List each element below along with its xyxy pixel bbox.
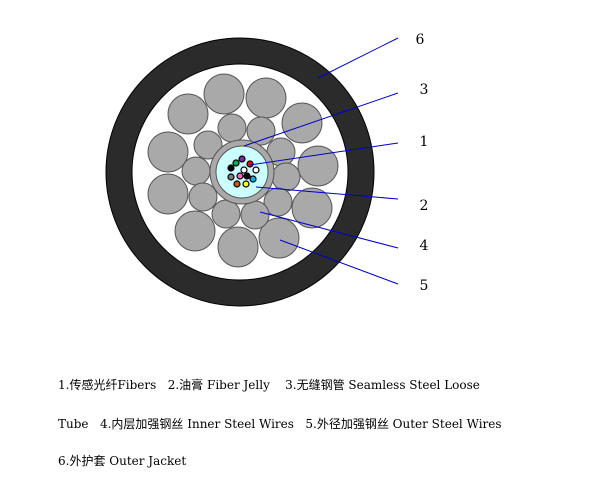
leader-line-2 [255,186,399,200]
leader-line-5 [279,239,399,285]
outer-steel-wire [217,226,259,268]
inner-steel-wire [263,187,293,217]
legend-text-line: 6.外护套 Outer Jacket [58,454,187,468]
fiber [243,172,251,180]
outer-steel-wire [174,210,216,252]
inner-steel-wire [246,116,276,146]
leader-line-4 [259,211,399,249]
callout-label: 1 [420,134,429,150]
inner-steel-wire [271,162,301,192]
leader-line-3 [243,92,399,147]
outer-steel-wire [281,102,323,144]
inner-steel-wire [193,130,223,160]
leader-line-6 [317,37,399,79]
callout-label: 4 [420,238,429,254]
sensing-fibers [227,155,260,188]
outer-steel-wire [297,145,339,187]
inner-steel-wire [188,182,218,212]
legend-text-line: 1.传感光纤Fibers 2.油膏 Fiber Jelly 3.无缝钢管 Sea… [58,378,480,392]
fiber [252,166,260,174]
fiber [238,155,246,163]
leader-line-1 [249,142,399,166]
callout-label: 3 [420,82,429,98]
outer-steel-wire [147,131,189,173]
outer-steel-wires [147,73,339,268]
fiber [246,160,254,168]
outer-steel-wire [258,217,300,259]
outer-steel-wire [291,187,333,229]
callout-label: 5 [420,278,429,294]
inner-steel-wire [211,199,241,229]
fiber [236,172,244,180]
fiber [240,166,248,174]
inner-steel-wire [240,200,270,230]
inner-steel-wire [217,113,247,143]
outer-steel-wire [245,77,287,119]
outer-steel-wire [203,73,245,115]
outer-steel-wire [147,173,189,215]
callout-label: 6 [416,32,425,48]
fiber [233,180,241,188]
cable-cross-section-diagram: 6 3 1 2 4 5 [105,32,429,307]
fiber [232,159,240,167]
fiber [227,173,235,181]
callout-label: 2 [420,198,429,214]
fiber [227,164,235,172]
leader-lines [243,37,399,285]
outer-steel-wire [167,93,209,135]
fiber [242,180,250,188]
inner-steel-wire [181,156,211,186]
legend-text-line: Tube 4.内层加强钢丝 Inner Steel Wires 5.外径加强钢丝… [58,417,502,431]
fiber [249,175,257,183]
